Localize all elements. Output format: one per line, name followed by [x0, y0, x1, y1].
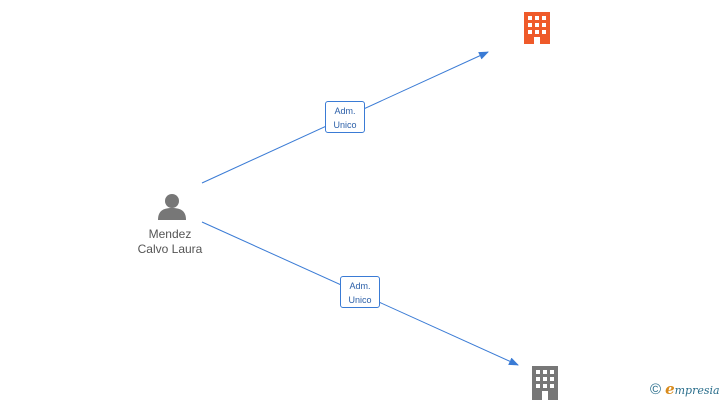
edge-label-company-1[interactable]: Adm. Unico [325, 101, 365, 133]
edge-label-line2: Unico [333, 120, 357, 130]
edge-label-line1: Adm. [334, 106, 356, 116]
building-icon[interactable] [532, 366, 558, 400]
empresia-logo: empresia [665, 380, 720, 398]
person-name[interactable]: Mendez Calvo Laura [110, 227, 230, 257]
building-icon[interactable] [524, 12, 550, 44]
copyright-icon: © [650, 380, 662, 398]
person-icon[interactable] [158, 194, 186, 220]
edge-label-company-2[interactable]: Adm. Unico [340, 276, 380, 308]
person-name-line2: Calvo Laura [137, 242, 203, 256]
person-name-line1: Mendez [148, 227, 192, 241]
edge-label-line2: Unico [348, 295, 372, 305]
empresia-watermark: © empresia [650, 379, 720, 399]
edge-label-line1: Adm. [349, 281, 371, 291]
